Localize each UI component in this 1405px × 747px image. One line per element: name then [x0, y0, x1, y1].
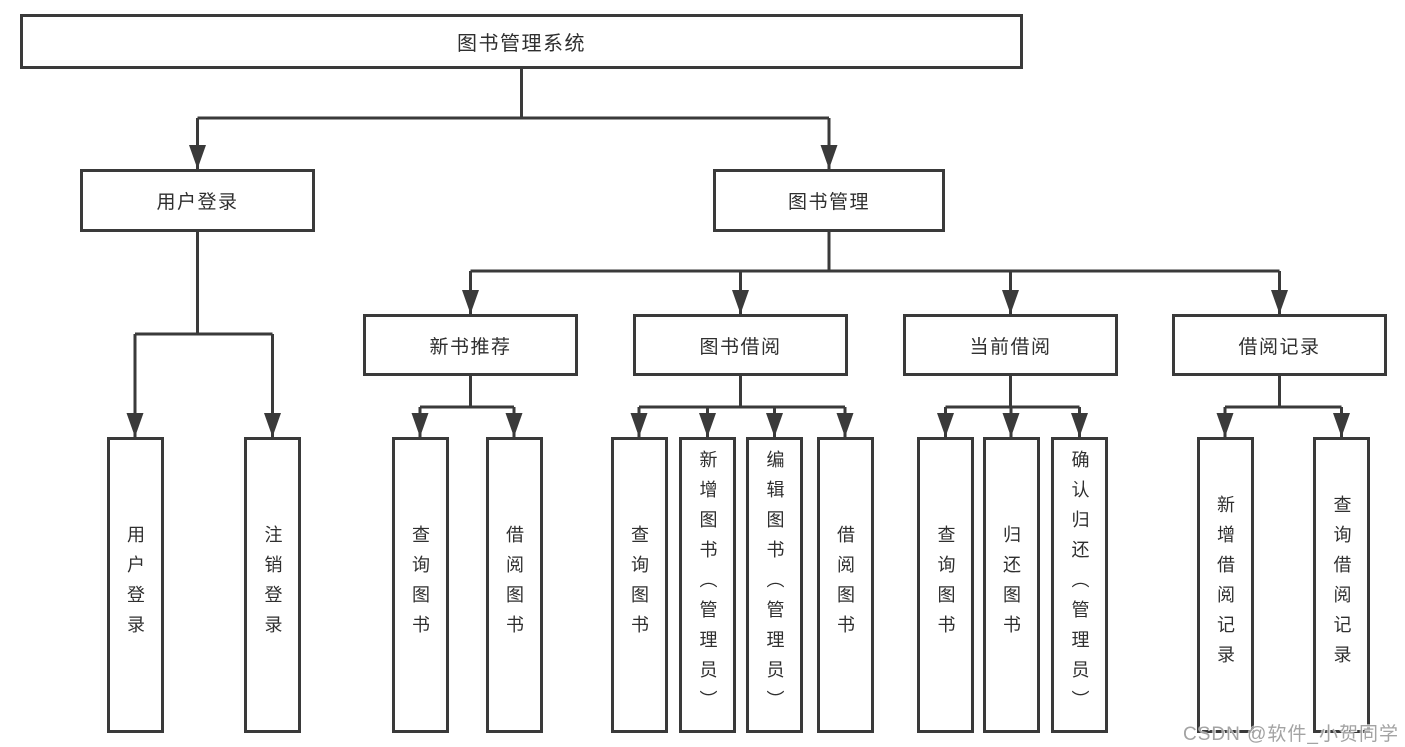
node-borrowing-records: 借阅记录: [1172, 314, 1387, 376]
leaf-add-book-admin: 新增图书（管理员）: [679, 437, 736, 733]
leaf-edit-book-admin: 编辑图书（管理员）: [746, 437, 803, 733]
node-current-borrowing: 当前借阅: [903, 314, 1118, 376]
arrow-down-icon: [264, 413, 281, 437]
arrow-down-icon: [937, 413, 954, 437]
node-book-management: 图书管理: [713, 169, 945, 232]
leaf-query-borrow-record: 查询借阅记录: [1313, 437, 1370, 733]
leaf-borrow-books-2: 借阅图书: [816, 437, 874, 733]
arrow-down-icon: [1333, 413, 1350, 437]
arrow-down-icon: [1071, 413, 1088, 437]
leaf-return-books: 归还图书: [982, 437, 1040, 733]
leaf-query-books-1: 查询图书: [391, 437, 449, 733]
leaf-query-books-3: 查询图书: [917, 437, 974, 733]
leaf-query-books-2: 查询图书: [610, 437, 668, 733]
arrow-down-icon: [189, 145, 206, 169]
arrow-down-icon: [630, 413, 648, 437]
connector-path: [133, 69, 1343, 437]
arrow-down-icon: [126, 413, 144, 437]
arrowheads: [126, 145, 1350, 437]
watermark: CSDN @软件_小贺同学: [1183, 724, 1399, 745]
leaf-confirm-return-admin: 确认归还（管理员）: [1051, 437, 1108, 733]
arrow-down-icon: [1002, 290, 1019, 314]
leaf-user-login: 用户登录: [106, 437, 164, 733]
leaf-logout: 注销登录: [244, 437, 301, 733]
arrow-down-icon: [411, 413, 429, 437]
arrow-down-icon: [462, 290, 479, 314]
arrow-down-icon: [836, 413, 854, 437]
node-book-borrowing: 图书借阅: [633, 314, 848, 376]
arrow-down-icon: [1271, 290, 1288, 314]
node-library-management-system: 图书管理系统: [20, 14, 1023, 69]
arrow-down-icon: [820, 145, 838, 169]
node-user-login: 用户登录: [80, 169, 315, 232]
arrow-down-icon: [732, 290, 749, 314]
arrow-down-icon: [1216, 413, 1234, 437]
node-new-book-recommendation: 新书推荐: [363, 314, 578, 376]
arrow-down-icon: [699, 413, 716, 437]
arrow-down-icon: [766, 413, 783, 437]
leaf-borrow-books-1: 借阅图书: [485, 437, 543, 733]
arrow-down-icon: [1002, 413, 1020, 437]
leaf-add-borrow-record: 新增借阅记录: [1196, 437, 1254, 733]
arrow-down-icon: [505, 413, 523, 437]
